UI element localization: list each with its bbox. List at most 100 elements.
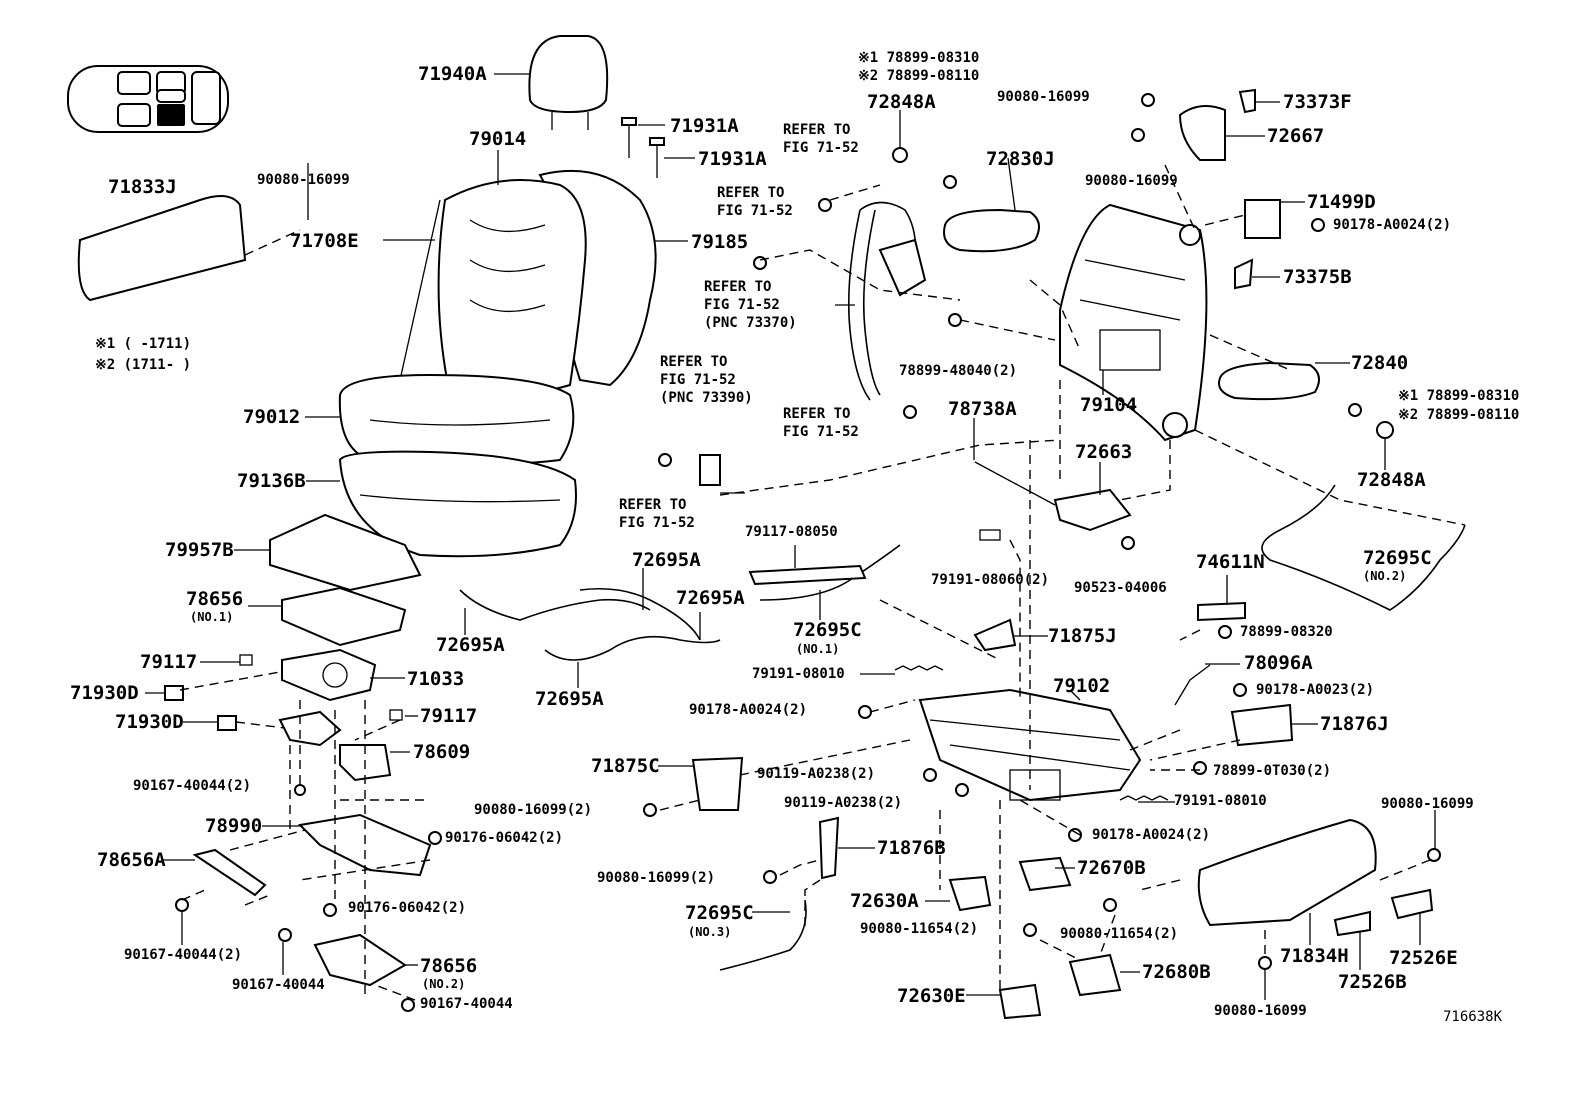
part-78609: 78609 [413, 741, 471, 763]
part-71930D: 71930D [115, 711, 184, 733]
part-90178-A0024-2: 90178-A0024(2) [1092, 827, 1211, 843]
part-72840: 72840 [1351, 352, 1409, 374]
part-73375B: 73375B [1283, 266, 1352, 288]
part-71940A: 71940A [418, 63, 487, 85]
part-79102: 79102 [1053, 675, 1111, 697]
part-72663: 72663 [1075, 441, 1133, 463]
part-71876J: 71876J [1320, 713, 1389, 735]
part-90178-A0024-2: 90178-A0024(2) [1333, 217, 1452, 233]
part-78899-08320: 78899-08320 [1240, 624, 1333, 640]
part-78738A: 78738A [948, 398, 1017, 420]
refer-fig-71-52-pnc-73390: REFER TO FIG 71-52 (PNC 73390) [660, 354, 753, 407]
note-2: ※2 (1711- ) [95, 357, 192, 373]
part-72848A: 72848A [1357, 469, 1426, 491]
part-90167-40044-2: 90167-40044(2) [133, 778, 252, 794]
part-78656: 78656 [420, 955, 478, 977]
part-79957B: 79957B [165, 539, 234, 561]
part-90176-06042-2: 90176-06042(2) [348, 900, 467, 916]
refer-fig-71-52-pnc-73370: REFER TO FIG 71-52 (PNC 73370) [704, 279, 797, 332]
part-78096A: 78096A [1244, 652, 1313, 674]
part-78656-no2: (NO.2) [422, 977, 466, 991]
part-71931A: 71931A [670, 115, 739, 137]
part-74611N: 74611N [1196, 551, 1265, 573]
part-78990: 78990 [205, 815, 263, 837]
part-71033: 71033 [407, 668, 465, 690]
pad-79957B-shape [269, 513, 422, 592]
refer-fig-71-52: REFER TO FIG 71-52 [619, 497, 695, 532]
part-71708E: 71708E [290, 230, 359, 252]
part-79012: 79012 [243, 406, 301, 428]
part-72695C: 72695C [793, 619, 862, 641]
part-72695A: 72695A [436, 634, 505, 656]
part-79191-08010: 79191-08010 [752, 666, 845, 682]
part-78899-08310: ※1 78899-08310 [1398, 388, 1520, 404]
part-71834H: 71834H [1280, 945, 1349, 967]
part-78656A: 78656A [97, 849, 166, 871]
part-71875C: 71875C [591, 755, 660, 777]
part-72630E: 72630E [897, 985, 966, 1007]
side-shield-71833J-shape [77, 195, 247, 302]
seat-locator-icon [67, 65, 229, 133]
part-72630A: 72630A [850, 890, 919, 912]
part-79104: 79104 [1080, 394, 1138, 416]
part-72848A: 72848A [867, 91, 936, 113]
recliner-parts-left-shape [164, 648, 442, 1012]
part-79117: 79117 [420, 705, 478, 727]
assembly-dash-lines [179, 164, 1466, 1001]
part-79117-08050: 79117-08050 [745, 524, 838, 540]
part-72695C-no2: (NO.2) [1363, 569, 1407, 583]
leader-lines [145, 73, 1436, 1000]
part-72695C: 72695C [685, 902, 754, 924]
part-72526E: 72526E [1389, 947, 1458, 969]
middle-parts-shape [643, 488, 1294, 1020]
note-1: ※1 ( -1711) [95, 336, 192, 352]
seatback-frame-shape [1059, 203, 1208, 442]
part-78899-08310: ※1 78899-08310 [858, 50, 980, 66]
part-90080-16099: 90080-16099 [997, 89, 1090, 105]
part-90178-A0023-2: 90178-A0023(2) [1256, 682, 1375, 698]
part-90080-16099-2: 90080-16099(2) [597, 870, 716, 886]
part-79136B: 79136B [237, 470, 306, 492]
armrest-72830J-shape [943, 208, 1040, 253]
part-90080-16099: 90080-16099 [1085, 173, 1178, 189]
figure-id: 716638K [1443, 1009, 1503, 1025]
spring-2-shape [1119, 795, 1169, 801]
refer-fig-71-52: REFER TO FIG 71-52 [783, 122, 859, 157]
upper-right-parts-shape [948, 88, 1394, 439]
part-72695A: 72695A [676, 587, 745, 609]
part-90080-11654-2: 90080-11654(2) [860, 921, 979, 937]
part-78899-48040-2: 78899-48040(2) [899, 363, 1018, 379]
part-72695A: 72695A [632, 549, 701, 571]
part-78656-no1: (NO.1) [190, 610, 234, 624]
part-71875J: 71875J [1048, 625, 1117, 647]
seatback-cover-shape [437, 169, 657, 398]
headrest-71940A-shape [528, 35, 609, 130]
part-90080-16099: 90080-16099 [257, 172, 350, 188]
part-72695C-no1: (NO.1) [796, 642, 840, 656]
part-79014: 79014 [469, 128, 527, 150]
part-90119-A0238-2: 90119-A0238(2) [784, 795, 903, 811]
part-72830J: 72830J [986, 148, 1055, 170]
part-90119-A0238-2: 90119-A0238(2) [757, 766, 876, 782]
part-71931A: 71931A [698, 148, 767, 170]
part-72695A: 72695A [535, 688, 604, 710]
part-90080-16099: 90080-16099 [1381, 796, 1474, 812]
part-90080-11654-2: 90080-11654(2) [1060, 926, 1179, 942]
part-79191-08060-2: 79191-08060(2) [931, 572, 1050, 588]
part-73373F: 73373F [1283, 91, 1352, 113]
part-90167-40044: 90167-40044 [232, 977, 325, 993]
part-78899-0T030-2: 78899-0T030(2) [1213, 763, 1332, 779]
part-71833J: 71833J [108, 176, 177, 198]
part-72695C: 72695C [1363, 547, 1432, 569]
part-90523-04006: 90523-04006 [1074, 580, 1167, 596]
part-72680B: 72680B [1142, 961, 1211, 983]
tape-79117-08050-shape [748, 564, 867, 586]
spring-shape [894, 665, 944, 671]
refer-fig-71-52: REFER TO FIG 71-52 [783, 406, 859, 441]
part-90080-16099: 90080-16099 [1214, 1003, 1307, 1019]
part-79191-08010: 79191-08010 [1174, 793, 1267, 809]
part-90167-40044-2: 90167-40044(2) [124, 947, 243, 963]
side-shield-71834H-shape [1197, 818, 1441, 970]
part-71876B: 71876B [877, 837, 946, 859]
